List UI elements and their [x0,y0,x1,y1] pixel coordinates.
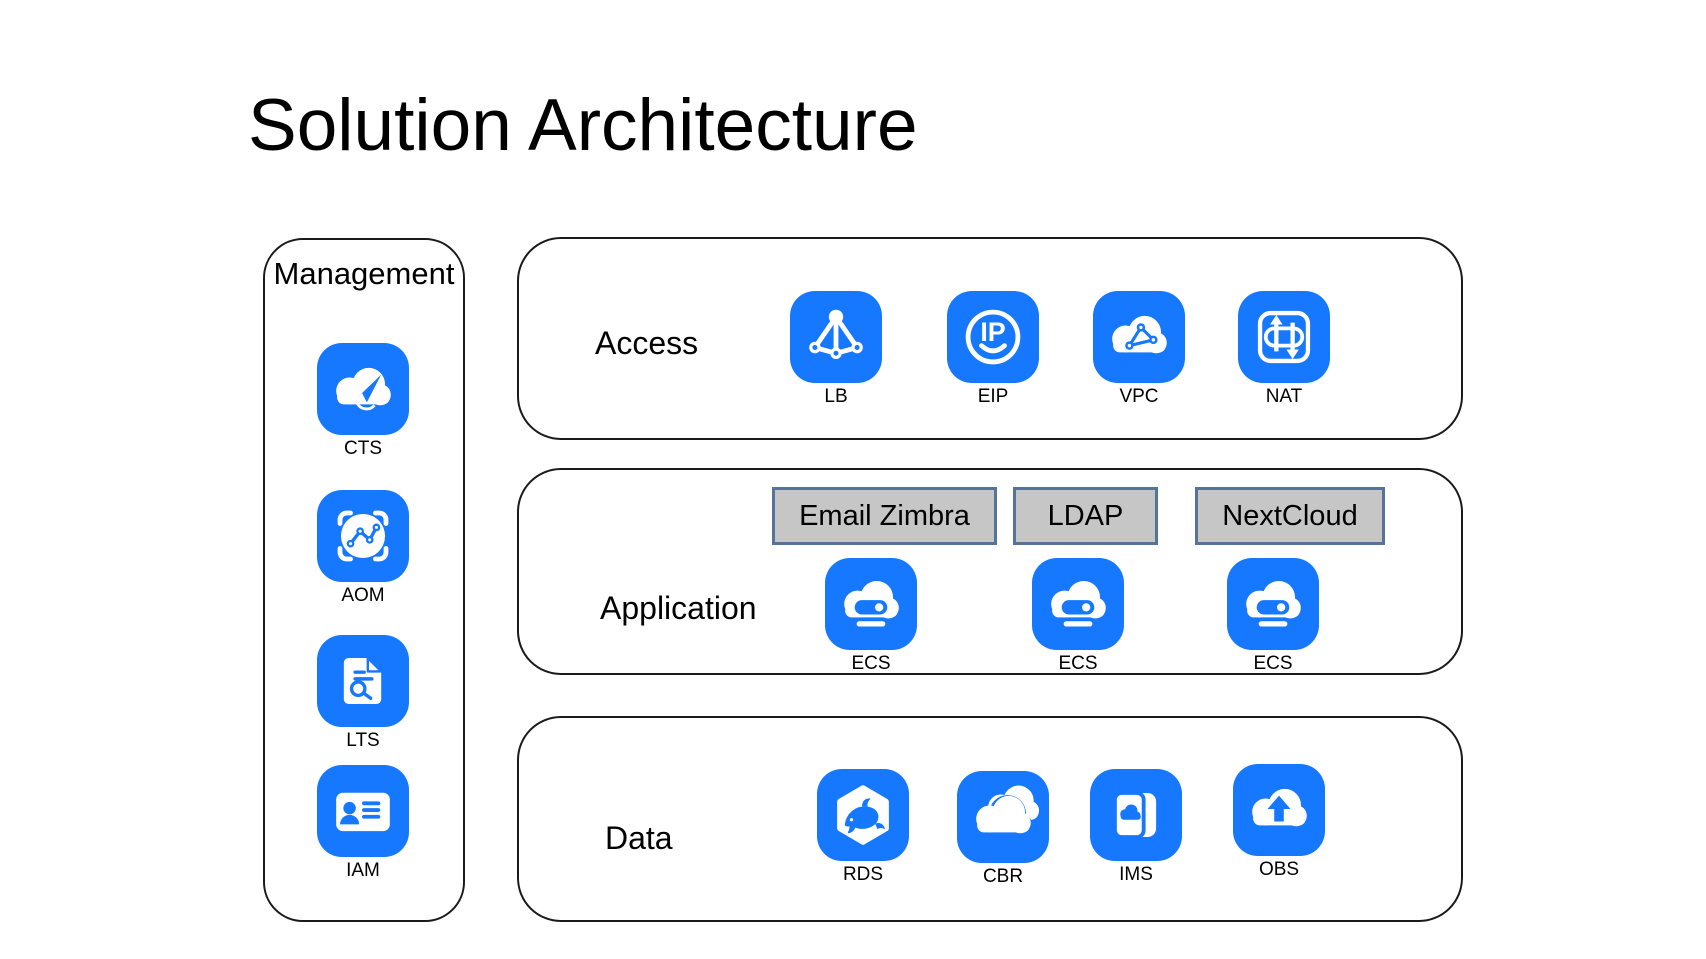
service-lts: LTS [317,635,409,752]
obs-icon [1233,764,1325,856]
nat-icon [1238,291,1330,383]
service-aom: AOM [317,490,409,607]
service-rds: RDS [817,769,909,886]
service-label: LTS [346,730,380,751]
service-cts: CTS [317,343,409,460]
service-ecs-1: ECS [825,558,917,675]
data-panel: Data RDS CBR [517,716,1463,922]
service-label: NAT [1265,386,1303,407]
iam-icon [317,765,409,857]
service-label: IMS [1119,864,1153,885]
service-eip: IP EIP [947,291,1039,408]
service-label: LB [824,386,848,407]
service-ecs-2: ECS [1032,558,1124,675]
aom-icon [317,490,409,582]
service-label: CBR [982,866,1024,887]
service-label: AOM [341,585,385,606]
cbr-icon [957,771,1049,863]
service-cbr: CBR [957,771,1049,888]
eip-icon: IP [947,291,1039,383]
service-vpc: VPC [1093,291,1185,408]
service-ecs-3: ECS [1227,558,1319,675]
service-label: OBS [1258,859,1300,880]
lts-icon [317,635,409,727]
ecs-icon [825,558,917,650]
access-panel: Access LB IP [517,237,1463,440]
rds-icon [817,769,909,861]
ecs-icon [1227,558,1319,650]
service-iam: IAM [317,765,409,882]
service-nat: NAT [1238,291,1330,408]
page-title: Solution Architecture [248,85,918,166]
chip-ldap: LDAP [1013,487,1158,545]
service-lb: LB [790,291,882,408]
ecs-icon [1032,558,1124,650]
chip-nextcloud: NextCloud [1195,487,1385,545]
ims-icon [1090,769,1182,861]
service-label: IAM [346,860,380,881]
application-panel: Application Email Zimbra LDAP NextCloud … [517,468,1463,675]
chip-email-zimbra: Email Zimbra [772,487,997,545]
service-label: ECS [1058,653,1098,674]
service-label: ECS [851,653,891,674]
lb-icon [790,291,882,383]
service-label: VPC [1119,386,1159,407]
svg-text:IP: IP [980,317,1005,347]
service-label: ECS [1253,653,1293,674]
service-obs: OBS [1233,764,1325,881]
service-label: RDS [842,864,884,885]
management-panel-title: Management [273,256,455,291]
access-layer-label: Access [595,325,699,361]
service-label: CTS [344,438,382,459]
application-layer-label: Application [600,590,757,626]
management-panel: Management CTS AOM [263,238,465,922]
vpc-icon [1093,291,1185,383]
service-label: EIP [977,386,1009,407]
service-ims: IMS [1090,769,1182,886]
data-layer-label: Data [605,820,673,856]
cts-icon [317,343,409,435]
